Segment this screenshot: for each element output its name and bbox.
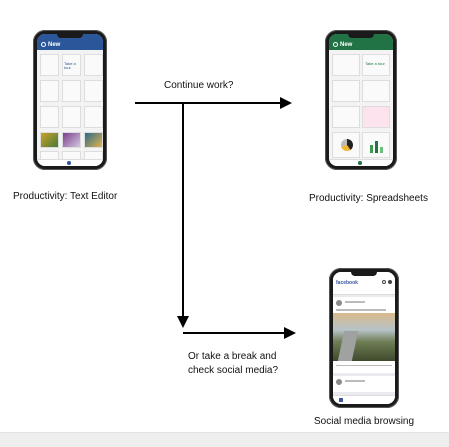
- arrowhead-break: [284, 327, 296, 339]
- post-card: [333, 376, 395, 392]
- phone-spreadsheets: New Take a tour: [325, 30, 397, 170]
- caption-social-media: Social media browsing: [314, 416, 415, 427]
- arrowhead-continue: [280, 97, 292, 109]
- template-tile-take-tour: Take a tour: [362, 54, 390, 76]
- arrowhead-drop: [177, 316, 189, 328]
- spreadsheets-screen: New Take a tour: [329, 34, 393, 166]
- template-tile: [62, 106, 81, 128]
- template-tile: [332, 54, 360, 76]
- text-editor-app-bar: New: [37, 34, 103, 50]
- spreadsheets-app-title: New: [340, 42, 353, 48]
- template-tile-image: [40, 132, 59, 148]
- social-app-bar: facebook: [333, 272, 395, 288]
- post-card: [333, 297, 395, 373]
- template-tile-pink: [362, 106, 390, 128]
- phone-notch: [351, 271, 377, 276]
- caption-spreadsheets: Productivity: Spreadsheets: [309, 193, 428, 204]
- template-tile: [40, 54, 59, 76]
- edge-label-break-line1: Or take a break and: [188, 351, 277, 362]
- edge-label-continue: Continue work?: [164, 80, 234, 91]
- template-tile: [40, 80, 59, 102]
- post-author-line: [345, 301, 365, 303]
- text-editor-screen: New Take a tour: [37, 34, 103, 166]
- template-tile-image: [84, 132, 103, 148]
- template-tile-chart: [332, 132, 360, 158]
- messenger-icon: [388, 280, 392, 284]
- social-media-screen: facebook: [333, 272, 395, 404]
- bar-chart-icon: [370, 145, 373, 153]
- phone-notch: [348, 33, 374, 38]
- template-tile: [332, 80, 360, 102]
- text-editor-app-title: New: [48, 42, 61, 48]
- home-icon: [358, 161, 362, 165]
- bottom-nav: [329, 159, 393, 166]
- bottom-nav: [37, 159, 103, 166]
- post-text-line: [336, 309, 386, 311]
- social-app-title: facebook: [336, 280, 358, 286]
- post-photo: [333, 313, 395, 361]
- template-tile: [62, 80, 81, 102]
- phone-notch: [57, 33, 83, 38]
- back-icon: [333, 42, 338, 47]
- home-icon: [339, 398, 343, 402]
- take-tour-text: Take a tour: [64, 61, 76, 70]
- home-icon: [67, 161, 71, 165]
- template-tile: [40, 106, 59, 128]
- reaction-bar: [336, 365, 392, 366]
- avatar: [336, 379, 342, 385]
- pie-chart-icon: [341, 139, 353, 151]
- template-tile: [362, 80, 390, 102]
- phone-text-editor: New Take a tour: [33, 30, 107, 170]
- caption-text-editor: Productivity: Text Editor: [13, 191, 118, 202]
- template-tile-take-tour: Take a tour: [62, 54, 81, 76]
- post-author-line: [345, 380, 365, 382]
- back-icon: [41, 42, 46, 47]
- template-tile-chart: [362, 132, 390, 158]
- search-icon: [382, 280, 386, 284]
- take-tour-text: Take a tour: [365, 61, 385, 66]
- social-tabs: [333, 288, 395, 295]
- spreadsheets-app-bar: New: [329, 34, 393, 50]
- edge-label-break-line2: check social media?: [188, 365, 279, 376]
- template-tile: [332, 106, 360, 128]
- template-tile: [84, 80, 103, 102]
- template-tile: [84, 106, 103, 128]
- bar-chart-icon: [380, 147, 383, 153]
- template-tile-image: [62, 132, 81, 148]
- template-tile: [84, 54, 103, 76]
- bottom-band: [0, 432, 449, 447]
- avatar: [336, 300, 342, 306]
- bottom-nav: [333, 395, 395, 404]
- bar-chart-icon: [375, 141, 378, 153]
- phone-social-media: facebook: [329, 268, 399, 408]
